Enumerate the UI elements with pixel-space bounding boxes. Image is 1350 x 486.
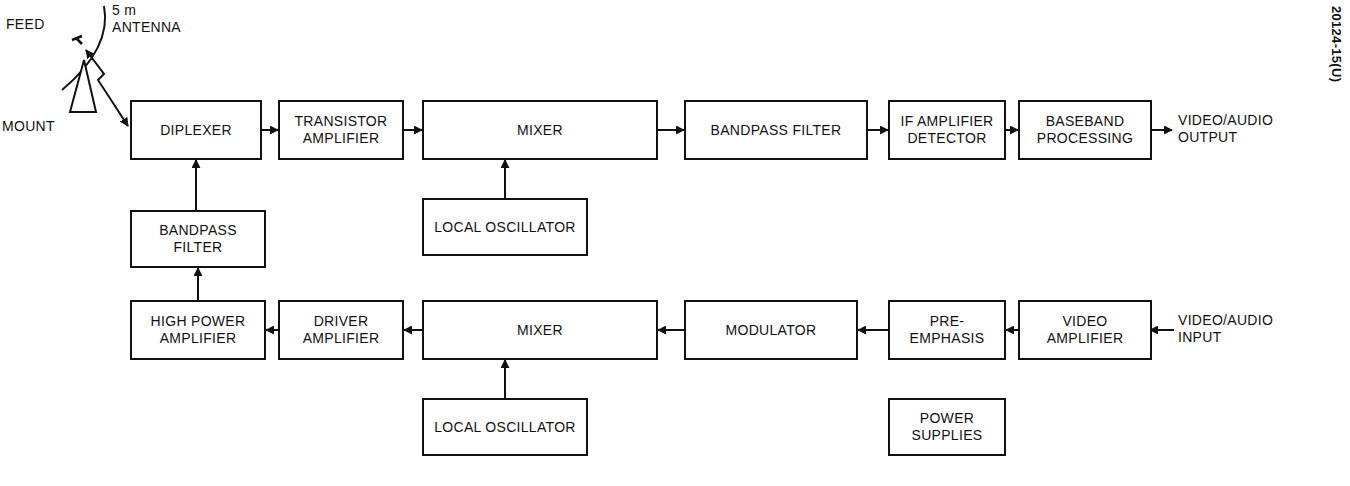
process-box: PRE-EMPHASIS bbox=[888, 300, 1006, 360]
rf-link-arrow bbox=[86, 50, 128, 126]
box-label: MIXER bbox=[511, 122, 569, 139]
output-arrow bbox=[1150, 129, 1172, 131]
process-box: DIPLEXER bbox=[130, 100, 262, 160]
box-label: VIDEO AMPLIFIER bbox=[1020, 313, 1150, 347]
annotation-label: VIDEO/AUDIO OUTPUT bbox=[1178, 112, 1288, 146]
box-label: BASEBAND PROCESSING bbox=[1020, 113, 1150, 147]
process-box: LOCAL OSCILLATOR bbox=[422, 398, 588, 456]
box-label: MIXER bbox=[511, 322, 569, 339]
process-box: TRANSISTOR AMPLIFIER bbox=[278, 100, 404, 160]
process-box: MIXER bbox=[422, 300, 658, 360]
process-box: MIXER bbox=[422, 100, 658, 160]
process-box: BASEBAND PROCESSING bbox=[1018, 100, 1152, 160]
signal-arrow bbox=[504, 160, 506, 198]
signal-arrow bbox=[262, 129, 278, 131]
process-box: HIGH POWER AMPLIFIER bbox=[130, 300, 266, 360]
process-box: BANDPASS FILTER bbox=[130, 210, 266, 268]
process-box: MODULATOR bbox=[684, 300, 858, 360]
process-box: BANDPASS FILTER bbox=[684, 100, 868, 160]
annotation-label: 5 m ANTENNA bbox=[112, 2, 196, 36]
signal-arrow bbox=[197, 268, 199, 300]
process-box: POWER SUPPLIES bbox=[888, 398, 1006, 456]
signal-arrow bbox=[1006, 329, 1018, 331]
box-label: BANDPASS FILTER bbox=[705, 122, 848, 139]
box-label: HIGH POWER AMPLIFIER bbox=[132, 313, 264, 347]
box-label: TRANSISTOR AMPLIFIER bbox=[280, 113, 402, 147]
input-arrow bbox=[1150, 329, 1174, 331]
box-label: MODULATOR bbox=[720, 322, 823, 339]
annotation-label: VIDEO/AUDIO INPUT bbox=[1178, 312, 1288, 346]
antenna-feed bbox=[72, 36, 82, 44]
box-label: BANDPASS FILTER bbox=[132, 222, 264, 256]
signal-arrow bbox=[658, 329, 684, 331]
process-box: VIDEO AMPLIFIER bbox=[1018, 300, 1152, 360]
figure-number: 20124-15(U) bbox=[1328, 6, 1344, 82]
signal-arrow bbox=[868, 129, 888, 131]
signal-arrow bbox=[404, 129, 422, 131]
signal-arrow bbox=[266, 329, 278, 331]
box-label: PRE-EMPHASIS bbox=[890, 313, 1004, 347]
box-label: DRIVER AMPLIFIER bbox=[280, 313, 402, 347]
box-label: LOCAL OSCILLATOR bbox=[428, 219, 581, 236]
signal-arrow bbox=[504, 360, 506, 398]
antenna-mount bbox=[70, 60, 96, 112]
process-box: LOCAL OSCILLATOR bbox=[422, 198, 588, 256]
signal-arrow bbox=[858, 329, 888, 331]
signal-arrow bbox=[1006, 129, 1018, 131]
process-box: DRIVER AMPLIFIER bbox=[278, 300, 404, 360]
box-label: DIPLEXER bbox=[154, 122, 238, 139]
box-label: IF AMPLIFIER DETECTOR bbox=[890, 113, 1004, 147]
box-label: POWER SUPPLIES bbox=[890, 410, 1004, 444]
signal-arrow bbox=[404, 329, 422, 331]
annotation-label: FEED bbox=[6, 16, 45, 33]
signal-arrow bbox=[195, 160, 197, 210]
annotation-label: MOUNT bbox=[2, 118, 55, 135]
process-box: IF AMPLIFIER DETECTOR bbox=[888, 100, 1006, 160]
signal-arrow bbox=[658, 129, 684, 131]
box-label: LOCAL OSCILLATOR bbox=[428, 419, 581, 436]
